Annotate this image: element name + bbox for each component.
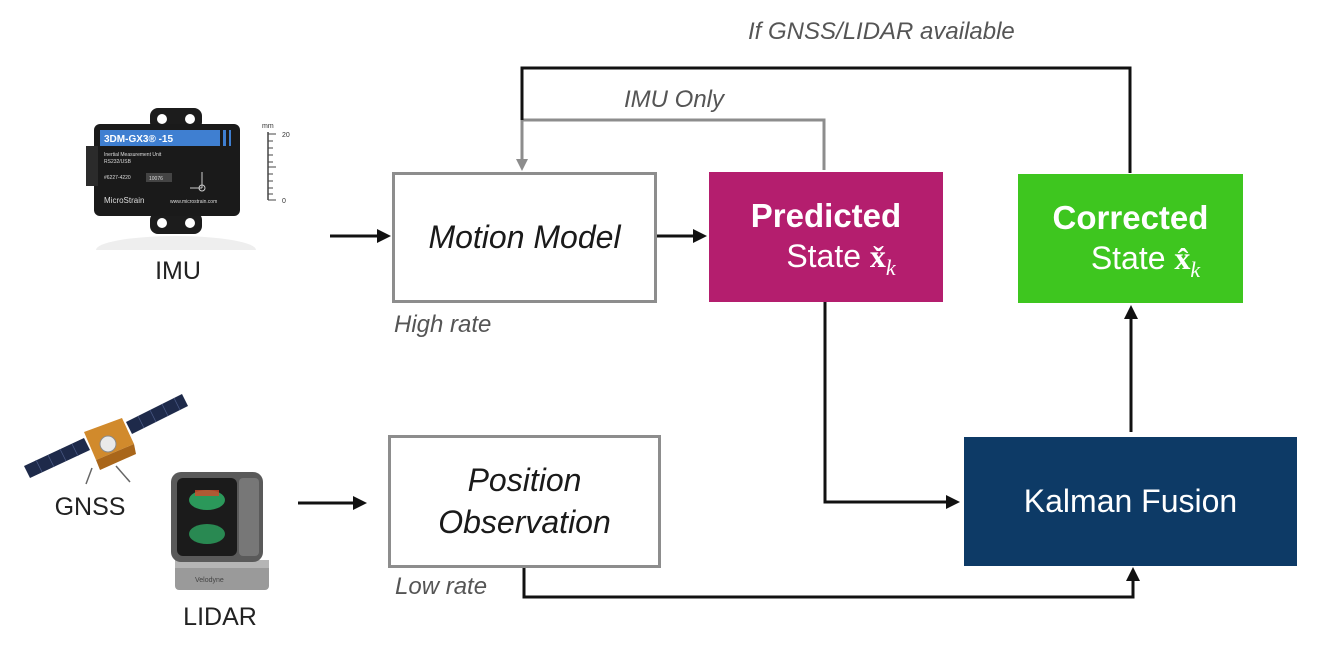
label-high-rate: High rate (394, 311, 492, 338)
predicted-state-subscript: k (885, 255, 896, 280)
predicted-state-line: State x̌k (756, 236, 896, 280)
kalman-fusion-box: Kalman Fusion (964, 437, 1297, 566)
predicted-title: Predicted (750, 197, 902, 235)
gnss-satellite-icon (24, 394, 188, 485)
motion-model-label: Motion Model (428, 218, 621, 255)
label-low-rate: Low rate (395, 573, 488, 600)
corrected-state-subscript: k (1190, 256, 1201, 282)
imu-brand-text: MicroStrain (104, 196, 144, 205)
imu-interface-text: RS232/USB (104, 159, 132, 165)
arrow-position-to-kalman (522, 567, 1140, 599)
corrected-state-symbol: x̂ (1174, 239, 1191, 276)
corrected-state-prefix: State (1090, 239, 1166, 276)
predicted-state-box: Predicted State x̌k (709, 172, 943, 302)
position-observation-line1: Position (467, 461, 582, 498)
motion-model-box: Motion Model (392, 172, 657, 303)
imu-subtitle-text: Inertial Measurement Unit (104, 152, 162, 158)
imu-device-icon: 3DM-GX3® -15 Inertial Measurement Unit R… (86, 108, 290, 250)
label-gnss-lidar-available: If GNSS/LIDAR available (748, 18, 1015, 45)
corrected-state-box: Corrected State x̂k (1018, 174, 1243, 303)
position-observation-box: Position Observation (388, 435, 661, 568)
imu-part-text: #6227-4220 (104, 175, 131, 181)
lidar-brand-text: Velodyne (195, 577, 224, 584)
predicted-state-prefix: State (786, 238, 862, 274)
position-observation-line2: Observation (438, 503, 611, 540)
imu-label: IMU (155, 257, 201, 285)
lidar-device-icon: Velodyne (171, 472, 269, 590)
label-imu-only: IMU Only (624, 86, 725, 113)
gnss-label: GNSS (54, 493, 126, 521)
imu-ruler-unit: mm (262, 123, 274, 130)
imu-ruler-min: 0 (282, 198, 286, 205)
gnss-lidar-loop (520, 66, 1132, 173)
predicted-state-symbol: x̌ (869, 238, 886, 274)
imu-title-text: 3DM-GX3® -15 (104, 134, 173, 145)
corrected-title: Corrected (1052, 198, 1209, 236)
imu-only-loop (516, 118, 826, 171)
corrected-state-line: State x̂k (1061, 238, 1201, 282)
imu-ruler-max: 20 (282, 132, 290, 139)
kalman-fusion-label: Kalman Fusion (1023, 483, 1238, 519)
imu-website-text: www.microstrain.com (170, 199, 217, 205)
arrow-predicted-to-kalman (823, 302, 960, 509)
lidar-label: LIDAR (183, 603, 257, 631)
imu-serial-text: 10076 (149, 176, 163, 182)
